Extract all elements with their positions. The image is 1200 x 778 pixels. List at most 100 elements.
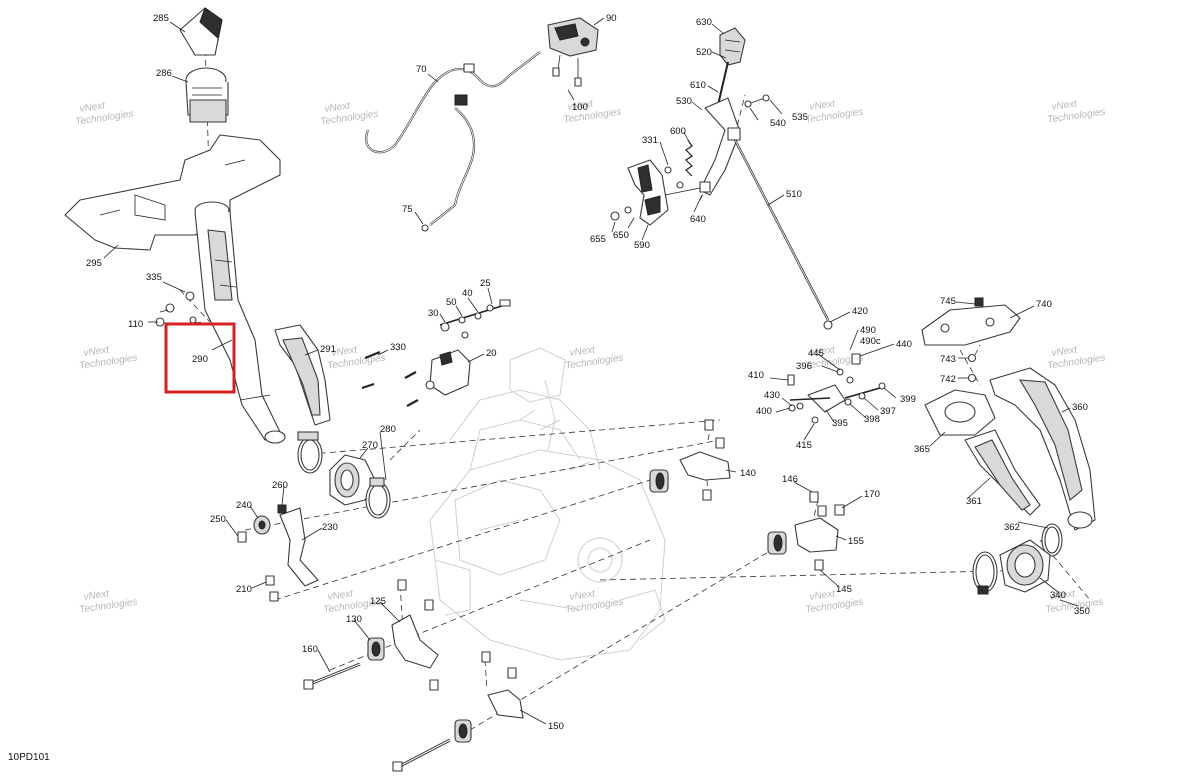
part-610-lever bbox=[699, 61, 741, 196]
callout-280: 280 bbox=[380, 424, 396, 435]
callout-20: 20 bbox=[486, 348, 497, 359]
callout-110: 110 bbox=[128, 319, 143, 330]
callout-490: 490 bbox=[860, 325, 876, 336]
part-270-boot bbox=[329, 454, 376, 506]
part-30-50-40-25-fasteners bbox=[439, 299, 511, 339]
callout-400: 400 bbox=[756, 406, 772, 417]
callout-745: 745 bbox=[940, 296, 956, 307]
callout-510: 510 bbox=[786, 189, 802, 200]
callout-155: 155 bbox=[848, 536, 864, 547]
diagram-code: 10PD101 bbox=[8, 752, 50, 763]
callout-90: 90 bbox=[606, 13, 617, 24]
part-285-boot bbox=[179, 7, 223, 56]
part-540-bolt bbox=[744, 94, 770, 108]
callout-240: 240 bbox=[236, 500, 252, 511]
callout-490c: 490c bbox=[860, 336, 881, 347]
callout-30: 30 bbox=[428, 308, 439, 319]
callout-350: 350 bbox=[1074, 606, 1090, 617]
callout-330: 330 bbox=[390, 342, 406, 353]
callout-160: 160 bbox=[302, 644, 318, 655]
watermark: vNext bbox=[1049, 588, 1077, 603]
engine-ghost bbox=[429, 347, 666, 661]
watermark: vNext bbox=[83, 344, 111, 359]
part-365-flange bbox=[924, 389, 996, 436]
part-335-screws bbox=[155, 291, 197, 327]
part-240-250-fasteners bbox=[237, 515, 279, 602]
part-600-spring bbox=[685, 139, 693, 177]
part-590-pedal-bracket bbox=[610, 159, 711, 226]
part-510-rod bbox=[727, 127, 833, 330]
callout-286: 286 bbox=[156, 68, 172, 79]
part-155-mount bbox=[767, 491, 845, 571]
watermark: vNext bbox=[1051, 98, 1079, 113]
part-140-mount bbox=[649, 419, 731, 501]
watermark: vNext bbox=[809, 344, 837, 359]
part-740-bracket bbox=[921, 297, 1021, 346]
watermark: vNext bbox=[324, 100, 352, 115]
part-280-clamp bbox=[297, 431, 323, 474]
callout-250: 250 bbox=[210, 514, 226, 525]
part-361-duct-half bbox=[964, 429, 1041, 516]
part-160-bolt bbox=[303, 662, 361, 690]
callout-331: 331 bbox=[642, 135, 658, 146]
part-125-bracket bbox=[391, 579, 439, 691]
watermark: vNext bbox=[809, 588, 837, 603]
callout-640: 640 bbox=[690, 214, 706, 225]
callout-270: 270 bbox=[362, 440, 378, 451]
callout-295: 295 bbox=[86, 258, 102, 269]
callout-230: 230 bbox=[322, 522, 338, 533]
callout-145: 145 bbox=[836, 584, 852, 595]
callout-210: 210 bbox=[236, 584, 252, 595]
callout-140: 140 bbox=[740, 468, 756, 479]
callout-labels: 285 286 295 335 110 290 291 70 75 90 100… bbox=[86, 13, 1090, 732]
part-340-boot bbox=[999, 539, 1051, 593]
watermark: vNext bbox=[79, 100, 107, 115]
callout-360: 360 bbox=[1072, 402, 1088, 413]
callout-420: 420 bbox=[852, 306, 868, 317]
callout-610: 610 bbox=[690, 80, 706, 91]
callout-260: 260 bbox=[272, 480, 288, 491]
part-70-cable bbox=[365, 51, 541, 232]
callout-395: 395 bbox=[832, 418, 848, 429]
callout-655: 655 bbox=[590, 234, 606, 245]
callout-742: 742 bbox=[940, 374, 956, 385]
callout-340: 340 bbox=[1050, 590, 1066, 601]
callout-365: 365 bbox=[914, 444, 930, 455]
callout-291: 291 bbox=[320, 344, 336, 355]
leader-lines bbox=[103, 17, 1079, 725]
callout-70: 70 bbox=[416, 64, 427, 75]
callout-150: 150 bbox=[548, 721, 564, 732]
callout-445: 445 bbox=[808, 348, 824, 359]
highlight-box bbox=[164, 322, 236, 394]
callout-740: 740 bbox=[1036, 299, 1052, 310]
callout-50: 50 bbox=[446, 297, 457, 308]
callout-650: 650 bbox=[613, 230, 629, 241]
part-330-screws bbox=[361, 350, 419, 407]
callout-396: 396 bbox=[796, 361, 812, 372]
callout-290: 290 bbox=[192, 354, 208, 365]
callout-535: 535 bbox=[792, 112, 808, 123]
callout-335: 335 bbox=[146, 272, 162, 283]
callout-361: 361 bbox=[966, 496, 982, 507]
callout-285: 285 bbox=[153, 13, 169, 24]
part-280-clamp-2 bbox=[365, 477, 391, 519]
callout-743: 743 bbox=[940, 354, 956, 365]
callout-440: 440 bbox=[896, 339, 912, 350]
watermark: vNext bbox=[569, 588, 597, 603]
callout-415: 415 bbox=[796, 440, 812, 451]
watermark: vNext bbox=[569, 344, 597, 359]
part-395-linkage bbox=[787, 353, 886, 424]
callout-398: 398 bbox=[864, 414, 880, 425]
part-130-bushing bbox=[367, 637, 385, 661]
callout-397: 397 bbox=[880, 406, 896, 417]
callout-430: 430 bbox=[764, 390, 780, 401]
part-150-mount bbox=[392, 651, 524, 772]
callout-100: 100 bbox=[572, 102, 588, 113]
part-286-adapter bbox=[185, 67, 229, 123]
callout-410: 410 bbox=[748, 370, 764, 381]
callout-530: 530 bbox=[676, 96, 692, 107]
part-362-clamp bbox=[1041, 523, 1063, 557]
callout-399: 399 bbox=[900, 394, 916, 405]
callout-520: 520 bbox=[696, 47, 712, 58]
